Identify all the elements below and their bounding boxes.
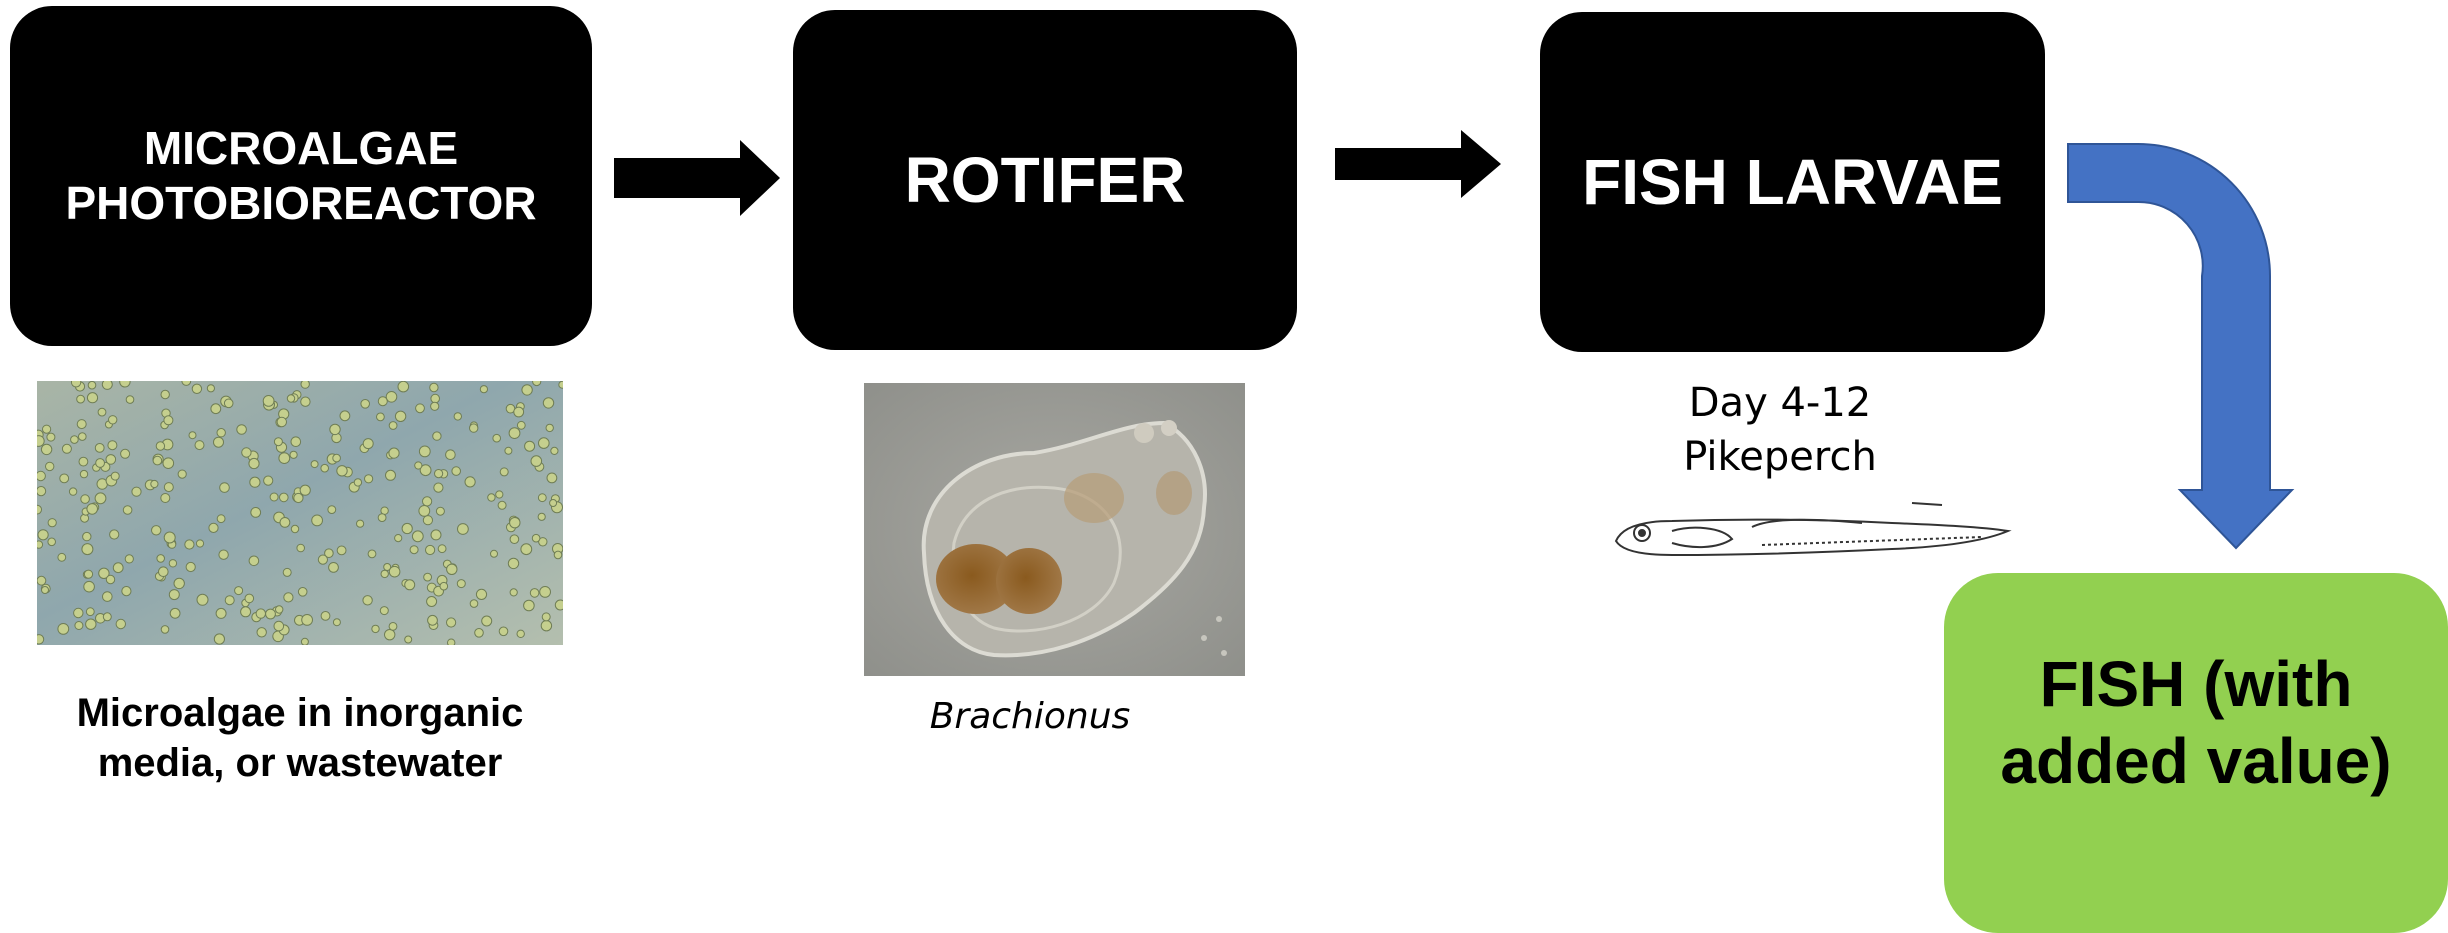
fish-larvae-box: FISH LARVAE (1540, 12, 2045, 352)
fish-larvae-label: FISH LARVAE (1582, 144, 2003, 221)
pikeperch-larva-drawing (1612, 497, 2012, 565)
rotifer-label: ROTIFER (905, 142, 1186, 219)
fish-added-value-box: FISH (with added value) (1944, 573, 2448, 933)
rotifer-caption: Brachionus (865, 696, 1195, 737)
rotifer-photo (864, 383, 1245, 676)
rotifer-box: ROTIFER (793, 10, 1297, 350)
larvae-caption: Day 4-12 Pikeperch (1640, 376, 1920, 484)
microalgae-caption: Microalgae in inorganic media, or wastew… (30, 688, 570, 788)
bent-arrow-larvae-to-fish (2066, 140, 2298, 554)
arrow-microalgae-to-rotifer (612, 138, 782, 218)
arrow-rotifer-to-larvae (1333, 126, 1503, 206)
fish-added-value-label: FISH (with added value) (2000, 646, 2391, 800)
microalgae-photobioreactor-label: MICROALGAE PHOTOBIOREACTOR (65, 121, 536, 231)
microalgae-photo (37, 381, 563, 645)
microalgae-photobioreactor-box: MICROALGAE PHOTOBIOREACTOR (10, 6, 592, 346)
